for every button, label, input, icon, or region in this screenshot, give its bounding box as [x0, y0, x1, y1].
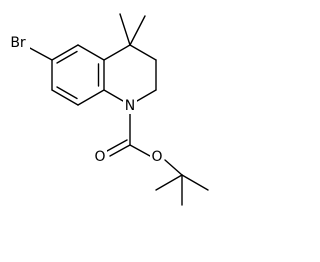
- tetrahydro-ring: [103, 44, 157, 102]
- benzene-ring: [51, 44, 105, 106]
- atom-o-ester: O: [150, 149, 164, 165]
- bond-carbonyl-oxo-b: [106, 139, 128, 152]
- atom-label-br: Br: [10, 35, 26, 51]
- bond-c5-c4a: [77, 44, 105, 61]
- bond-carbonyl-oxo-a: [109, 144, 131, 157]
- bond-carbonyl-oester: [129, 144, 151, 157]
- bond-tbu-methyl-right: [181, 174, 209, 191]
- bond-c4a-c4: [103, 44, 131, 61]
- atom-label-n: N: [125, 98, 135, 114]
- bond-c8-c7-inner: [56, 86, 78, 100]
- atom-n: N: [123, 98, 137, 114]
- atom-o-carbonyl: O: [93, 149, 107, 165]
- bond-c6-br: [27, 46, 53, 61]
- bond-c4-methyl-a: [119, 13, 131, 46]
- bond-c6-c5: [51, 44, 79, 61]
- bond-c4-c3: [129, 44, 157, 61]
- gem-dimethyl: [119, 13, 146, 46]
- bond-c2-n1: [136, 89, 157, 102]
- bond-c8-c7: [51, 89, 79, 106]
- bond-c6-c5-inner: [56, 50, 78, 64]
- atom-label-o-carbonyl: O: [94, 149, 105, 165]
- atom-br: Br: [6, 34, 30, 52]
- atom-label-o-ester: O: [151, 149, 162, 165]
- boc-group: [106, 112, 209, 206]
- structure-diagram: Br N O O: [6, 13, 209, 206]
- bond-c8a-c8: [77, 89, 105, 106]
- bond-n1-c8a: [103, 89, 124, 102]
- bond-tbu-methyl-left: [155, 174, 183, 191]
- bond-oester-tbu: [164, 159, 183, 176]
- bond-c4-methyl-b: [129, 15, 146, 46]
